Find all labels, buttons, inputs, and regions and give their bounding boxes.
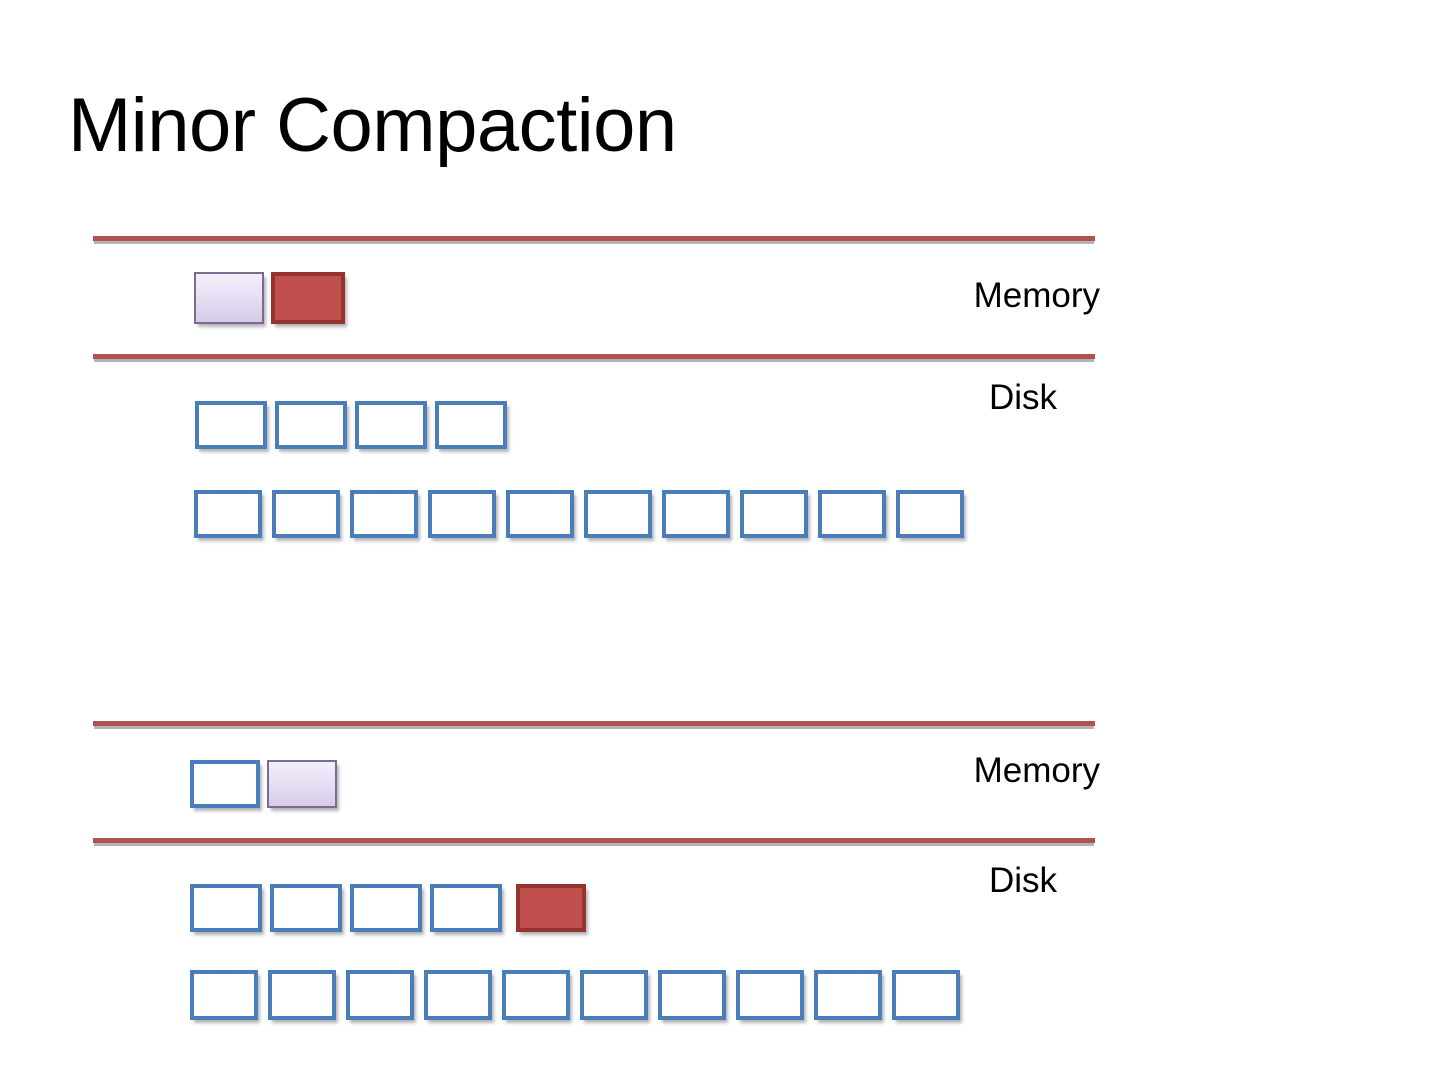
panel2-memory-bottom-rule xyxy=(93,838,1095,843)
sstable-block[interactable] xyxy=(275,401,347,449)
flushing-memtable-block[interactable] xyxy=(271,272,345,324)
sstable-block[interactable] xyxy=(350,490,418,538)
sstable-block[interactable] xyxy=(740,490,808,538)
panel1-memory-top-rule xyxy=(93,236,1095,241)
sstable-block[interactable] xyxy=(430,884,502,932)
sstable-block[interactable] xyxy=(818,490,886,538)
panel1-disk-label: Disk xyxy=(988,378,1057,417)
page-title: Minor Compaction xyxy=(68,83,677,168)
sstable-block[interactable] xyxy=(190,970,258,1020)
sstable-block[interactable] xyxy=(814,970,882,1020)
sstable-block[interactable] xyxy=(190,884,262,932)
panel1-memory-label: Memory xyxy=(973,276,1100,315)
sstable-block[interactable] xyxy=(892,970,960,1020)
panel1-memory-blocks xyxy=(194,272,345,324)
sstable-block[interactable] xyxy=(346,970,414,1020)
sstable-block[interactable] xyxy=(428,490,496,538)
sstable-block[interactable] xyxy=(736,970,804,1020)
panel2-memory-top-rule xyxy=(93,721,1095,726)
panel1-memory-bottom-rule xyxy=(93,354,1095,359)
sstable-block[interactable] xyxy=(424,970,492,1020)
panel1-disk-level-1-row xyxy=(194,490,964,538)
sstable-block[interactable] xyxy=(662,490,730,538)
sstable-block[interactable] xyxy=(506,490,574,538)
sstable-block[interactable] xyxy=(658,970,726,1020)
panel2-disk-level-0-row xyxy=(190,884,586,932)
panel2-memory-blocks xyxy=(190,760,337,808)
sstable-block[interactable] xyxy=(268,970,336,1020)
sstable-block[interactable] xyxy=(195,401,267,449)
panel2-disk-level-1-row xyxy=(190,970,960,1020)
active-memtable-block[interactable] xyxy=(194,272,264,324)
sstable-block[interactable] xyxy=(502,970,570,1020)
newly-flushed-sstable-block[interactable] xyxy=(516,884,586,932)
sstable-block[interactable] xyxy=(194,490,262,538)
emptied-memtable-block[interactable] xyxy=(190,760,260,808)
panel2-disk-label: Disk xyxy=(988,861,1057,900)
sstable-block[interactable] xyxy=(896,490,964,538)
panel1-disk-level-0-row xyxy=(195,401,507,449)
sstable-block[interactable] xyxy=(355,401,427,449)
sstable-block[interactable] xyxy=(350,884,422,932)
sstable-block[interactable] xyxy=(270,884,342,932)
panel2-memory-label: Memory xyxy=(973,751,1100,790)
sstable-block[interactable] xyxy=(272,490,340,538)
sstable-block[interactable] xyxy=(584,490,652,538)
sstable-block[interactable] xyxy=(435,401,507,449)
sstable-block[interactable] xyxy=(580,970,648,1020)
active-memtable-block[interactable] xyxy=(267,760,337,808)
